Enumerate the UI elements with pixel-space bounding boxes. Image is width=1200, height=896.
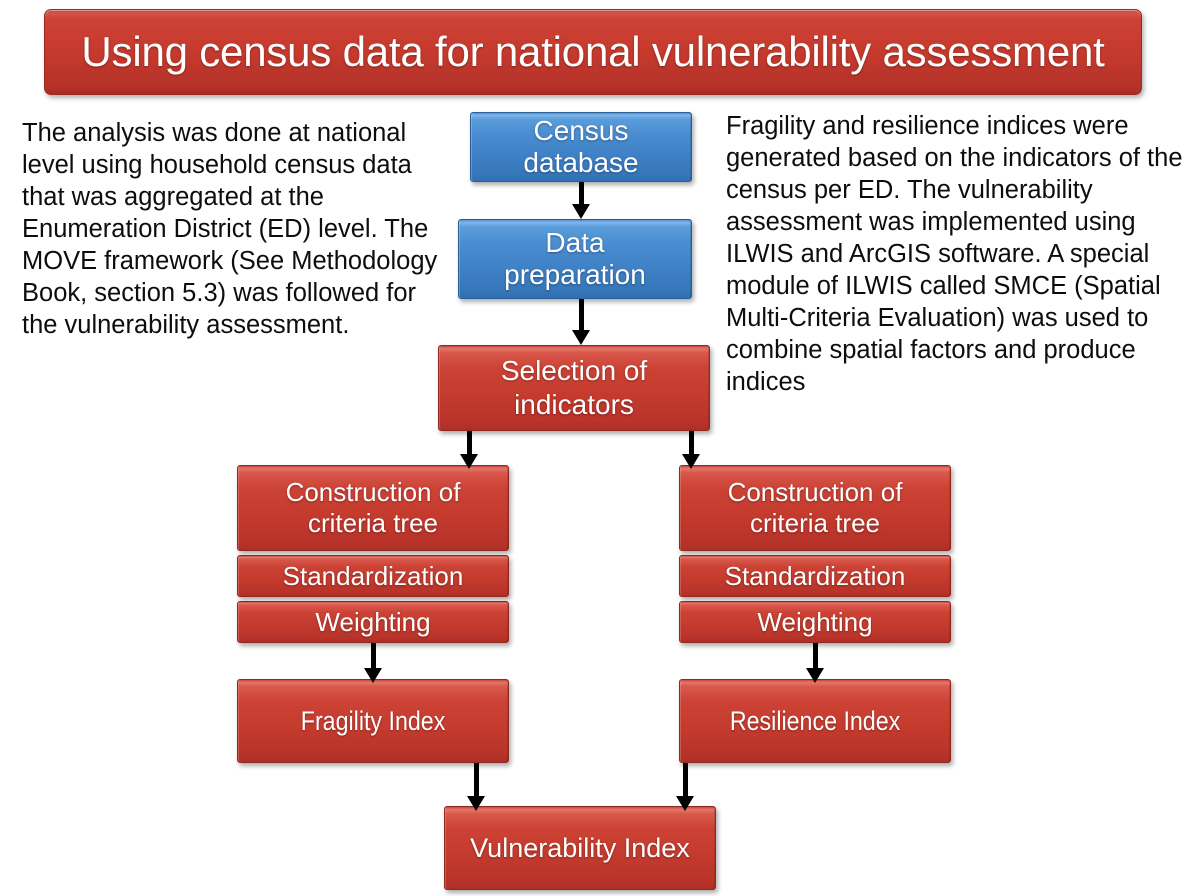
arrow-shaft [682,763,688,796]
arrow-down-icon [681,431,701,469]
flow-node-label: Selection of indicators [500,355,648,420]
flow-node-selection-of-indicators[interactable]: Selection of indicators [438,345,710,431]
flow-node-label: Construction of criteria tree [285,476,461,538]
arrow-shaft [466,431,472,454]
flow-node-label: Data preparation [504,226,646,290]
flow-node-fragility-index[interactable]: Fragility Index [237,679,509,763]
arrow-head [364,668,382,683]
arrow-shaft [688,431,694,454]
flow-node-data-preparation[interactable]: Data preparation [458,219,692,299]
arrow-down-icon [805,643,825,683]
arrow-head [682,454,700,469]
left-description-text: The analysis was done at national level … [22,119,438,339]
arrow-shaft [578,299,584,330]
arrow-head [676,796,694,811]
flow-node-right-weighting[interactable]: Weighting [679,601,951,643]
flow-node-left-standardization[interactable]: Standardization [237,555,509,597]
flow-node-left-weighting[interactable]: Weighting [237,601,509,643]
flow-node-label: Standardization [282,560,464,591]
arrow-shaft [473,763,479,796]
flow-node-label: Construction of criteria tree [727,476,903,538]
arrow-down-icon [466,763,486,811]
flow-node-label: Weighting [315,606,431,637]
arrow-head [460,454,478,469]
flow-node-label: Census database [523,114,639,178]
right-description-text: Fragility and resilience indices were ge… [726,112,1183,396]
flow-node-right-standardization[interactable]: Standardization [679,555,951,597]
arrow-down-icon [459,431,479,469]
flow-node-label: Vulnerability Index [470,832,690,863]
page-title: Using census data for national vulnerabi… [81,28,1105,75]
slide-title-banner: Using census data for national vulnerabi… [44,9,1142,95]
flow-node-right-construction-of-criteria-tree[interactable]: Construction of criteria tree [679,465,951,551]
flow-node-vulnerability-index[interactable]: Vulnerability Index [444,806,716,890]
arrow-shaft [812,643,818,668]
arrow-down-icon [675,763,695,811]
arrow-down-icon [363,643,383,683]
arrow-shaft [370,643,376,668]
arrow-head [806,668,824,683]
flow-node-label: Weighting [757,606,873,637]
flow-node-left-construction-of-criteria-tree[interactable]: Construction of criteria tree [237,465,509,551]
arrow-down-icon [571,299,591,345]
flow-node-label: Fragility Index [300,705,446,736]
arrow-head [467,796,485,811]
flow-node-label: Resilience Index [729,705,901,736]
flow-node-resilience-index[interactable]: Resilience Index [679,679,951,763]
flow-node-census-database[interactable]: Census database [470,112,692,182]
arrow-head [572,330,590,345]
arrow-head [572,204,590,219]
flow-node-label: Standardization [724,560,906,591]
arrow-down-icon [571,182,591,219]
arrow-shaft [578,182,584,204]
